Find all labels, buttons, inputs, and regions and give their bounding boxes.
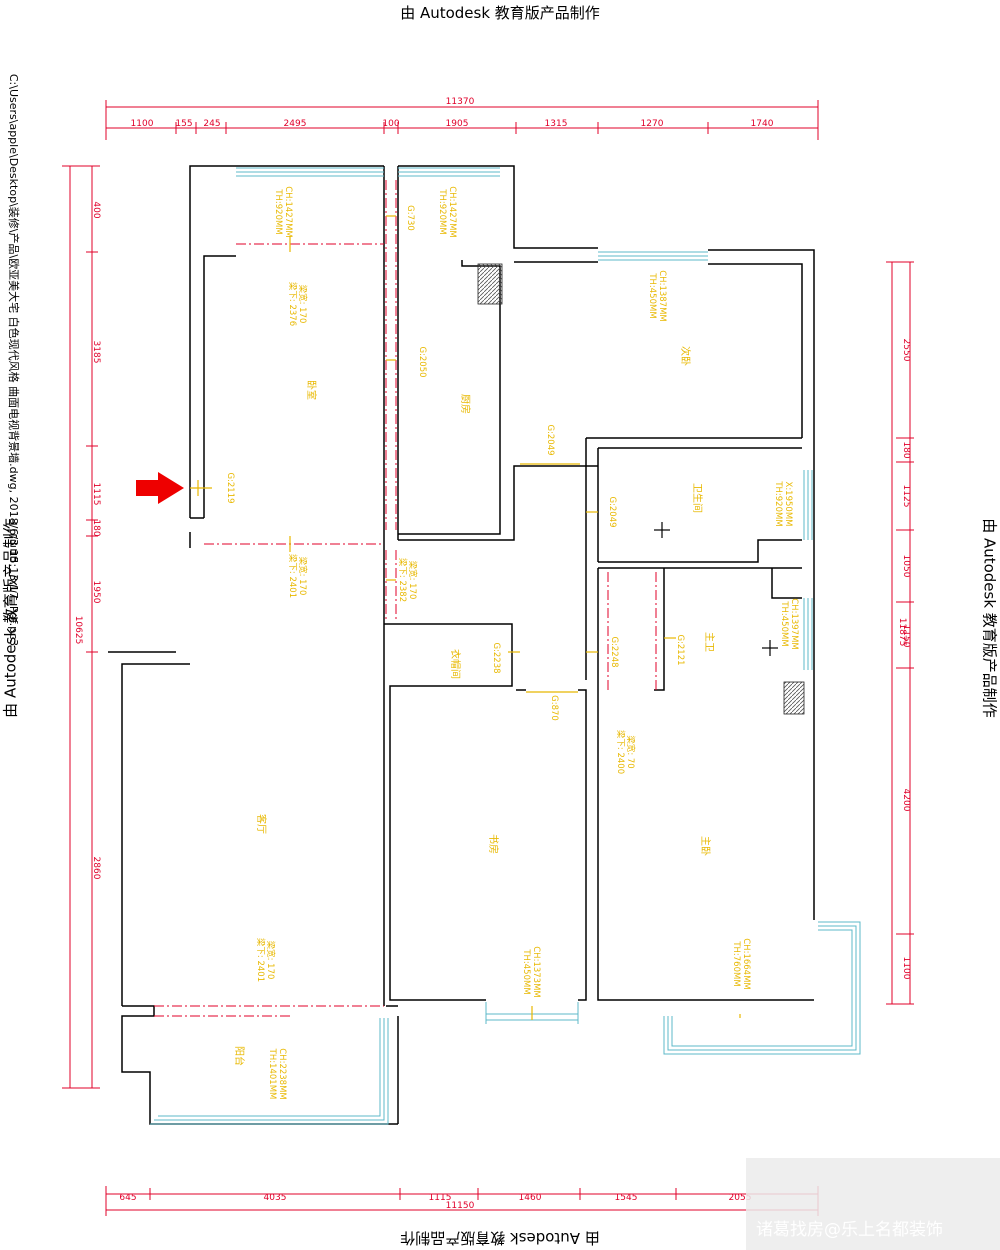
- beam-note: 梁宽: 170: [297, 557, 308, 596]
- window-note: TH:450MM: [521, 948, 531, 994]
- room-label: 次卧: [679, 346, 692, 366]
- window-note: TH:920MM: [273, 188, 283, 234]
- room-label: 阳台: [233, 1046, 246, 1066]
- shaft-hatch-2: [783, 681, 805, 715]
- watermark-text: 诸葛找房@乐上名都装饰: [756, 1220, 943, 1240]
- dim-right-seg: 1125: [901, 485, 911, 508]
- dim-top-seg: 1100: [131, 119, 154, 129]
- door-markers: [190, 215, 741, 1020]
- dim-left-seg: 2860: [91, 857, 101, 880]
- dim-left-seg: 1950: [91, 581, 101, 604]
- dim-bottom-seg: 645: [119, 1193, 136, 1203]
- room-label: 主卧: [699, 836, 712, 856]
- beam-note: 梁宽: 170: [297, 285, 308, 324]
- autodesk-stamp-top: 由 Autodesk 教育版产品制作: [400, 4, 600, 22]
- door-note: G:2049: [607, 496, 617, 527]
- annotations: CH:1427MM TH:920MM CH:1427MM TH:920MM CH…: [225, 186, 799, 1100]
- dim-right-seg: 2550: [901, 339, 911, 362]
- beam-note: 梁下: 2376: [287, 282, 297, 326]
- door-note: G:2119: [225, 472, 235, 503]
- dim-right-seg: 1100: [901, 957, 911, 980]
- dim-top-seg: 1740: [751, 119, 774, 129]
- dim-bottom-seg: 1460: [519, 1193, 542, 1203]
- shaft-hatch-1: [477, 263, 503, 305]
- dim-bottom-seg: 2055: [729, 1193, 752, 1203]
- dim-left-total: 10625: [73, 616, 83, 645]
- beam-note: 梁下: 2401: [287, 554, 297, 598]
- dim-top-seg: 245: [203, 119, 220, 129]
- beam-note: 梁宽: 70: [625, 735, 636, 768]
- dim-top-seg: 1315: [545, 119, 568, 129]
- beam-note: 梁宽: 170: [407, 561, 418, 600]
- window-note: CH:1664MM: [741, 938, 751, 990]
- dim-left-seg: 180: [91, 519, 101, 536]
- dim-bottom-seg: 4035: [264, 1193, 287, 1203]
- dim-right-seg: 4200: [901, 789, 911, 812]
- dim-bottom-seg: 1545: [615, 1193, 638, 1203]
- room-label: 卧室: [305, 380, 318, 400]
- dimension-lines: [62, 100, 914, 1216]
- dim-top-seg: 1270: [641, 119, 664, 129]
- window-note: CH:1427MM: [283, 186, 293, 238]
- dim-right-seg: 180: [901, 441, 911, 458]
- door-note: G:2049: [545, 424, 555, 455]
- beam-note: 梁下: 2401: [255, 938, 265, 982]
- room-label: 衣帽间: [449, 649, 462, 679]
- window-note: X:1950MM: [783, 482, 793, 527]
- watermark-box: 诸葛找房@乐上名都装饰: [746, 1158, 1000, 1250]
- dim-bottom-total: 11150: [446, 1201, 475, 1211]
- entrance-arrow-icon: [136, 472, 184, 504]
- window-note: TH:920MM: [437, 188, 447, 234]
- dim-top-seg: 155: [175, 119, 192, 129]
- window-note: CH:2238MM: [277, 1048, 287, 1100]
- window-note: TH:450MM: [647, 272, 657, 318]
- room-label: 书房: [487, 834, 500, 854]
- autodesk-stamp-right: 由 Autodesk 教育版产品制作: [980, 518, 999, 718]
- door-note: G:870: [549, 695, 559, 721]
- beam-note: 梁下: 2382: [397, 558, 407, 602]
- dim-right-total: 11875: [897, 618, 907, 647]
- beam-note: 梁宽: 170: [265, 941, 276, 980]
- dim-right-seg: 1150: [901, 625, 911, 648]
- window-note: CH:1387MM: [657, 270, 667, 322]
- dim-right-seg: 1050: [901, 555, 911, 578]
- dim-bottom-seg: 1115: [429, 1193, 452, 1203]
- dimension-labels: 11370 1100 155 245 2495 100 1905 1315 12…: [73, 97, 911, 1211]
- dim-top-seg: 2495: [284, 119, 307, 129]
- room-label: 主卫: [703, 632, 715, 652]
- room-label: 卫生间: [691, 483, 704, 513]
- window-note: CH:1427MM: [447, 186, 457, 238]
- dim-left-seg: 3185: [91, 341, 101, 364]
- door-note: G:730: [405, 205, 415, 231]
- door-note: G:2121: [675, 634, 685, 665]
- dim-top-seg: 100: [382, 119, 399, 129]
- beam-note: 梁下: 2400: [615, 730, 625, 774]
- room-label: 客厅: [255, 814, 268, 834]
- window-note: CH:1397MM: [789, 598, 799, 650]
- dim-top-total: 11370: [446, 97, 475, 107]
- beam-lines: [154, 180, 657, 1017]
- door-note: G:2050: [417, 346, 427, 377]
- window-note: CH:1373MM: [531, 946, 541, 998]
- plot-file-path: C:\Users\apple\Desktop\装修\产品\欧亚美大宅 白色现代风…: [7, 73, 20, 647]
- room-label: 厨房: [459, 394, 472, 414]
- fixture-crosses: [654, 522, 778, 656]
- dim-top-seg: 1905: [446, 119, 469, 129]
- door-note: G:2238: [491, 642, 501, 673]
- dim-left-seg: 400: [91, 201, 101, 218]
- window-note: TH:450MM: [779, 600, 789, 646]
- window-note: TH:1401MM: [267, 1048, 277, 1100]
- door-note: G:2248: [609, 636, 619, 667]
- window-note: TH:920MM: [773, 480, 783, 526]
- window-note: TH:760MM: [731, 940, 741, 986]
- room-labels: 卧室 厨房 次卧 卫生间 主卫 衣帽间 客厅 书房 主卧 阳台: [233, 346, 715, 1066]
- dim-left-seg: 1115: [91, 483, 101, 506]
